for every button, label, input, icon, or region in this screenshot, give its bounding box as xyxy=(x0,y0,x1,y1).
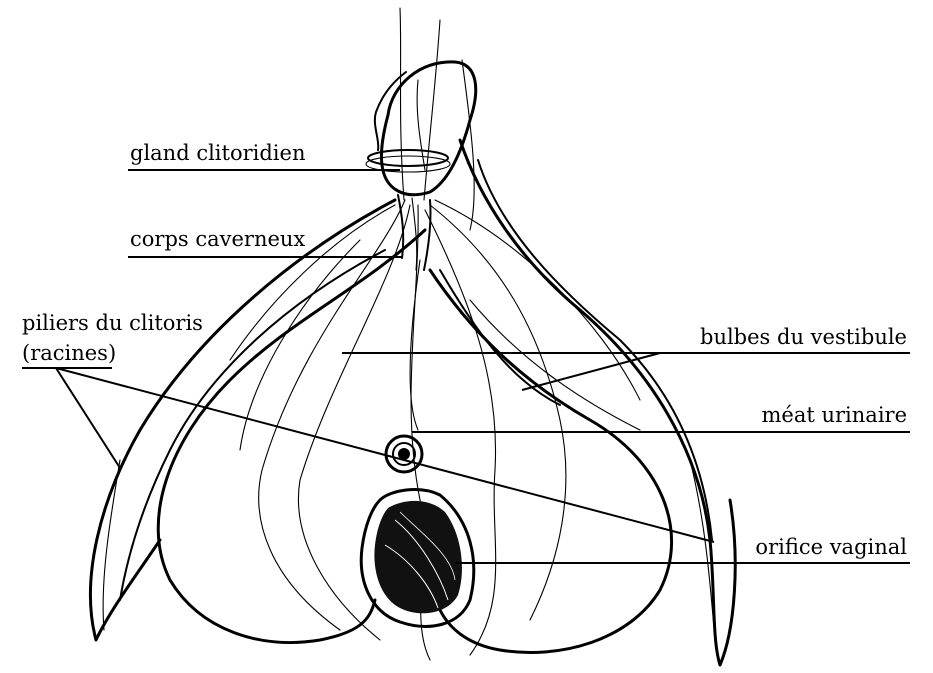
anatomy-drawing xyxy=(90,8,735,665)
label-text-crura-line1: piliers du clitoris xyxy=(22,311,203,335)
glans xyxy=(366,62,476,195)
label-corps-caverneux: corps caverneux xyxy=(128,227,402,257)
label-text-gland: gland clitoridien xyxy=(130,141,305,165)
label-gland-clitoridien: gland clitoridien xyxy=(128,141,400,170)
label-meat-urinaire: méat urinaire xyxy=(412,403,910,432)
label-text-bulbs: bulbes du vestibule xyxy=(700,325,907,349)
label-piliers-du-clitoris: piliers du clitoris (racines) xyxy=(22,311,714,542)
label-text-corpus: corps caverneux xyxy=(130,227,305,251)
urethral-meatus xyxy=(386,436,422,472)
label-text-meatus: méat urinaire xyxy=(762,403,907,427)
label-text-crura-line2: (racines) xyxy=(22,341,116,365)
label-orifice-vaginal: orifice vaginal xyxy=(455,535,910,563)
vaginal-orifice xyxy=(361,490,473,627)
label-text-vaginal: orifice vaginal xyxy=(755,535,907,559)
corpus-cavernosum xyxy=(398,195,431,270)
